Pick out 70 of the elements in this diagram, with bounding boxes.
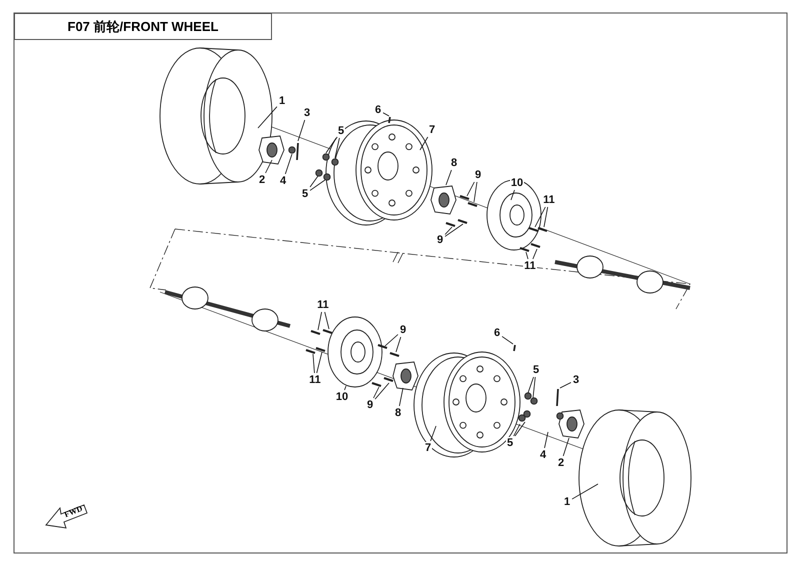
leader-line (562, 438, 570, 456)
callout-number: 7 (424, 442, 432, 454)
leader-line (258, 106, 278, 128)
leader-line (544, 432, 548, 448)
callout-number: 9 (366, 399, 374, 411)
leader-line (344, 386, 346, 390)
diagram-title: F07 前轮/FRONT WHEEL (14, 13, 272, 40)
direction-label: FWD (63, 504, 84, 520)
leader-line (510, 190, 515, 200)
leader-line (560, 382, 572, 388)
callout-number: 4 (278, 175, 288, 187)
leader-line (534, 206, 546, 228)
leader-line (544, 206, 548, 228)
callout-number: 10 (510, 177, 524, 189)
callout-number: 3 (572, 374, 580, 386)
leader-line (384, 334, 398, 346)
callout-number: 2 (556, 457, 566, 469)
leader-line (474, 182, 478, 202)
callout-number: 1 (278, 95, 286, 107)
leader-line (310, 176, 318, 188)
leader-line (446, 170, 452, 186)
callout-number: 6 (374, 104, 382, 116)
callout-number: 8 (394, 407, 402, 419)
leader-line (513, 424, 520, 436)
callout-number: 5 (300, 188, 310, 200)
leader-line (310, 180, 326, 191)
leader-line (420, 136, 428, 150)
leader-line (502, 336, 514, 344)
callout-number: 8 (450, 157, 458, 169)
leader-line (374, 382, 390, 400)
leader-line (298, 120, 306, 142)
callout-number: 1 (562, 496, 572, 508)
leader-line (312, 354, 315, 374)
leader-line (265, 160, 272, 174)
leader-line (334, 138, 340, 158)
callout-number: 11 (542, 194, 556, 206)
callout-number: 6 (492, 327, 502, 339)
leader-line (532, 248, 538, 260)
leader-line (324, 312, 330, 330)
leader-line (572, 484, 598, 500)
callout-number: 11 (308, 374, 322, 386)
callout-number: 9 (474, 169, 482, 181)
leader-line (316, 352, 322, 374)
leader-line (326, 138, 337, 154)
leader-line (514, 422, 526, 436)
callout-number: 10 (334, 391, 350, 403)
callout-number: 9 (436, 234, 444, 246)
leader-line (532, 376, 536, 398)
leader-line (373, 386, 380, 398)
callout-number: 2 (258, 174, 266, 186)
leader-line (466, 182, 475, 196)
leader-line (444, 224, 464, 237)
leader-line (528, 376, 534, 394)
leader-line (444, 226, 452, 235)
leader-line (396, 336, 402, 352)
callout-number: 5 (532, 364, 540, 376)
callout-number: 11 (316, 299, 330, 311)
callout-number: 11 (523, 260, 537, 272)
leader-line (526, 252, 528, 260)
callout-number: 5 (506, 437, 514, 449)
callout-number: 9 (398, 324, 408, 336)
leader-line (399, 388, 404, 406)
callout-number: 5 (336, 125, 346, 137)
callout-number: 7 (428, 124, 436, 136)
callout-number: 4 (538, 449, 548, 461)
callout-number: 3 (302, 107, 312, 119)
leader-line (284, 154, 292, 174)
leader-line (382, 112, 390, 116)
leader-line (318, 312, 322, 330)
leader-line (430, 426, 436, 442)
